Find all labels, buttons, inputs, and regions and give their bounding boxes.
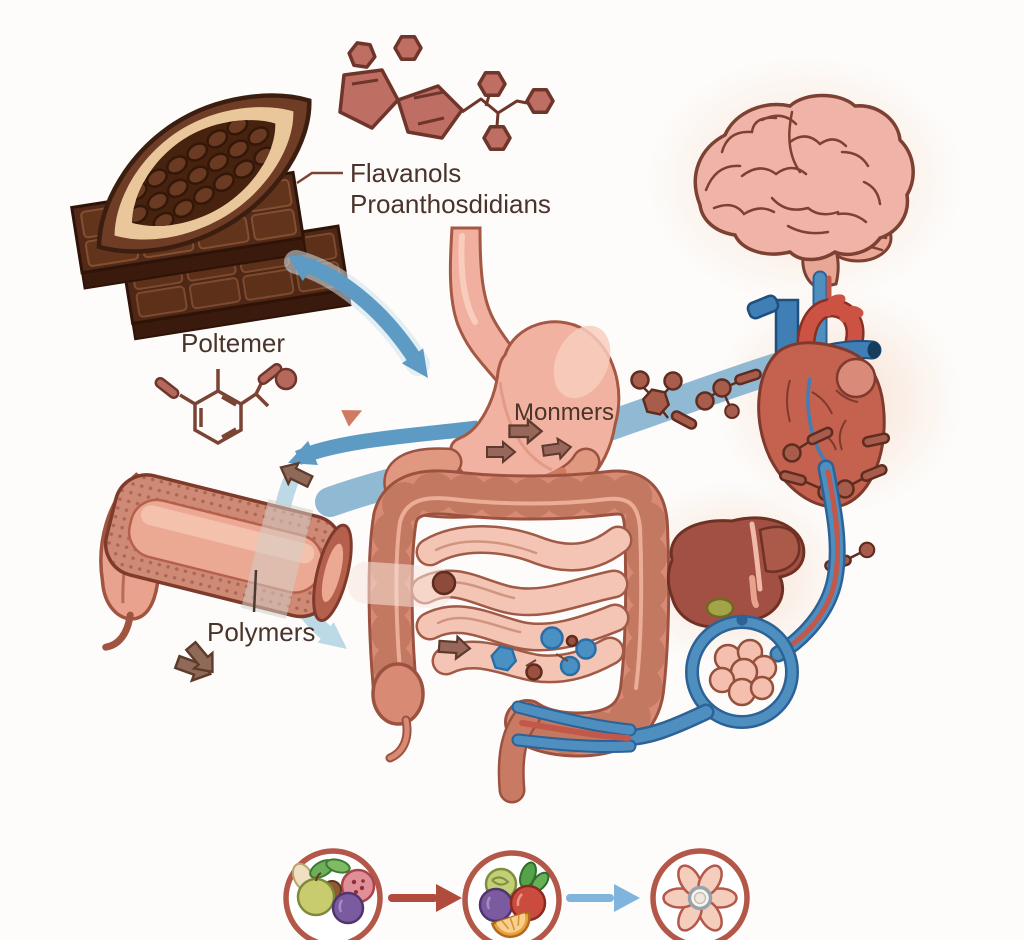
flavanol-molecule-icon xyxy=(338,34,555,152)
portal-vein-icon xyxy=(511,459,846,754)
polymer-particle xyxy=(431,570,457,596)
gallbladder-icon xyxy=(705,597,735,619)
process-flow xyxy=(283,848,750,940)
coronary-vein xyxy=(806,377,828,464)
cecum xyxy=(371,662,425,726)
liver-icon xyxy=(666,516,806,629)
polymers-label: Polymers xyxy=(207,617,315,647)
double-arrow-chocolate-stomach xyxy=(280,244,439,386)
polymers-label-group: Polymers xyxy=(207,569,315,647)
flower-circle-icon xyxy=(650,848,750,940)
label-leader-line xyxy=(252,569,258,613)
vessel-to-intestine-band xyxy=(347,561,472,661)
capillary-cluster-icon xyxy=(708,638,778,707)
cocoa-pod-icon xyxy=(96,93,312,254)
polymer-molecule-label: Poltemer xyxy=(181,328,285,358)
fruits-circle-icon xyxy=(283,848,383,940)
flow-arrow-blue xyxy=(566,884,640,912)
label-leader-line xyxy=(296,171,343,185)
blood-vessel-cross-section-icon xyxy=(99,455,353,687)
flavanols-label-group: Flavanols Proanthosdidians xyxy=(296,158,551,219)
heart-icon xyxy=(746,294,886,509)
flow-arrow-red xyxy=(388,884,462,912)
aorta xyxy=(796,294,865,364)
coronary-arteries xyxy=(786,379,859,451)
brain-icon xyxy=(693,93,915,290)
left-atrium xyxy=(835,357,877,399)
flavanols-label-line1: Flavanols xyxy=(350,158,461,188)
liver-crease xyxy=(749,521,763,592)
polymer-molecule-icon xyxy=(152,361,298,446)
metabolite-dot-icon xyxy=(488,626,597,681)
flavanols-label-line2: Proanthosdidians xyxy=(350,189,551,219)
produce-circle-icon xyxy=(462,850,562,940)
cut-band xyxy=(241,499,314,619)
appendix xyxy=(387,717,410,761)
arrow-stomach-vessel xyxy=(283,420,479,476)
monomers-label: Monmers xyxy=(514,399,614,426)
taenia-line xyxy=(394,496,644,692)
polymer-molecule-label-group: Poltemer xyxy=(181,328,285,358)
